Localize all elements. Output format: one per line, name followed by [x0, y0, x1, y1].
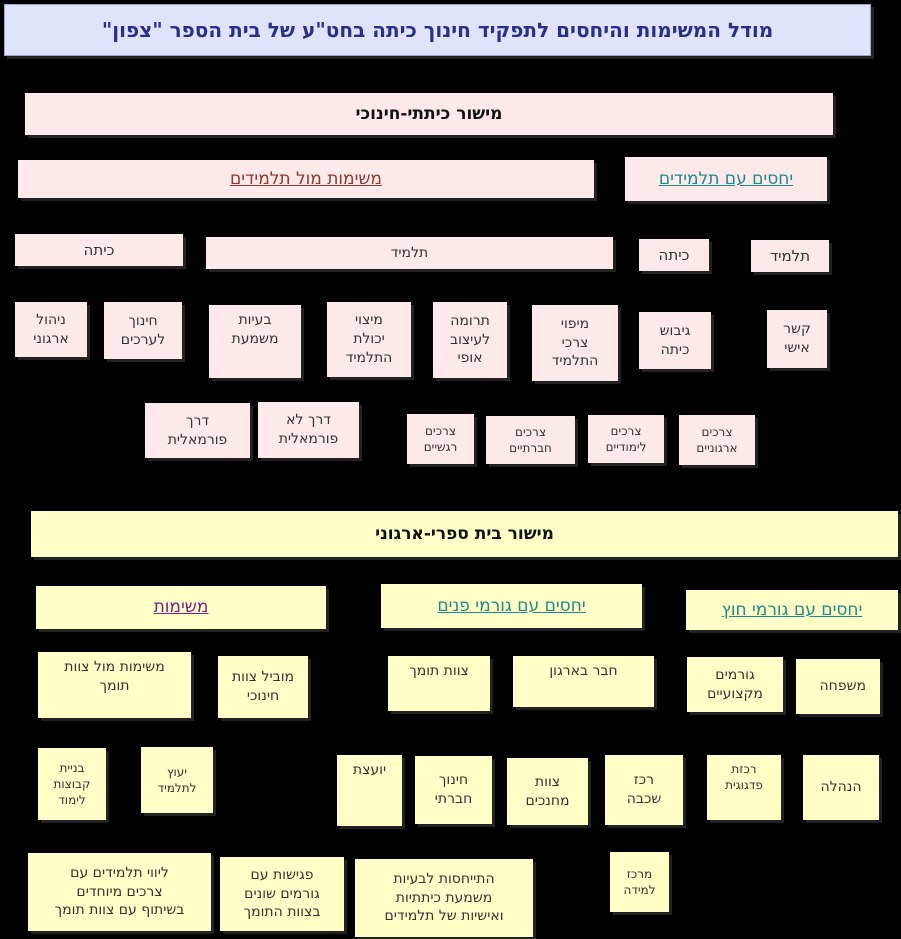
student-counseling-box: יעוץ לתלמיד: [141, 747, 213, 813]
organization-member-box: חבר בארגון: [513, 656, 654, 707]
support-team-tasks-box: משימות מול צוות תומך: [38, 652, 191, 718]
character-shaping-box: תרומה לעיצוב אופי: [433, 302, 507, 378]
tasks-link[interactable]: משימות: [36, 586, 326, 629]
page-title: מודל המשימות והיחסים לתפקיד חינוך כיתה ב…: [4, 4, 871, 56]
student-needs-mapping-box: מיפוי צרכי התלמיד: [532, 305, 618, 381]
educational-team-leader-box: מוביל צוות חינוכי: [218, 656, 308, 718]
student-node-center: תלמיד: [206, 237, 613, 269]
family-box: משפחה: [796, 659, 880, 714]
student-potential-box: מיצוי יכולת התלמיד: [327, 302, 411, 377]
school-level-header: מישור בית ספרי-ארגוני: [31, 511, 898, 557]
formal-way-box: דרך פורמאלית: [145, 403, 250, 458]
grade-coordinator-box: רכז שכבה: [605, 755, 683, 825]
social-education-box: חינוך חברתי: [415, 756, 492, 824]
class-node-right: כיתה: [639, 239, 709, 271]
tasks-with-students-link[interactable]: משימות מול תלמידים: [18, 160, 594, 198]
counselor-box: יועצת: [337, 755, 402, 826]
learning-center-box: מרכז למידה: [610, 852, 669, 912]
student-node-right: תלמיד: [751, 240, 829, 272]
organizational-needs-box: צרכים ארגוניים: [679, 415, 755, 465]
discipline-problems-box: בעיות משמעת: [209, 305, 301, 378]
informal-way-box: דרך לא פורמאלית: [258, 402, 359, 458]
pedagogical-coordinator-box: רכזת פדגוגית: [707, 755, 781, 820]
class-cohesion-box: גיבוש כיתה: [639, 312, 711, 369]
classroom-level-header: מישור כיתתי-חינוכי: [25, 93, 833, 135]
personal-contact-box: קשר אישי: [767, 310, 827, 368]
relations-with-students-link[interactable]: יחסים עם תלמידים: [625, 157, 827, 201]
study-groups-building-box: בניית קבוצות לימוד: [38, 748, 106, 820]
support-team-meetings-box: פגישות עם גורמים שונים בצוות התומך: [220, 857, 344, 931]
learning-needs-box: צרכים לימודיים: [588, 415, 664, 463]
educators-team-box: צוות מחנכים: [507, 758, 588, 825]
professional-factors-box: גורמים מקצועיים: [687, 657, 783, 712]
external-relations-link[interactable]: יחסים עם גורמי חוץ: [686, 590, 898, 630]
internal-relations-link[interactable]: יחסים עם גורמי פנים: [381, 584, 642, 628]
social-needs-box: צרכים חברתיים: [486, 416, 575, 464]
special-needs-accompaniment-box: ליווי תלמידים עם צרכים מיוחדים בשיתוף עם…: [28, 853, 211, 931]
support-team-box: צוות תומך: [388, 656, 490, 711]
values-education-box: חינוך לערכים: [104, 302, 182, 359]
discipline-handling-box: התייחסות לבעיות משמעת כיתתיות ואישיות של…: [355, 859, 533, 937]
class-node-left: כיתה: [15, 234, 183, 266]
organizational-management-box: ניהול ארגוני: [15, 302, 87, 357]
emotional-needs-box: צרכים רגשיים: [407, 414, 474, 464]
management-box: הנהלה: [803, 755, 879, 820]
